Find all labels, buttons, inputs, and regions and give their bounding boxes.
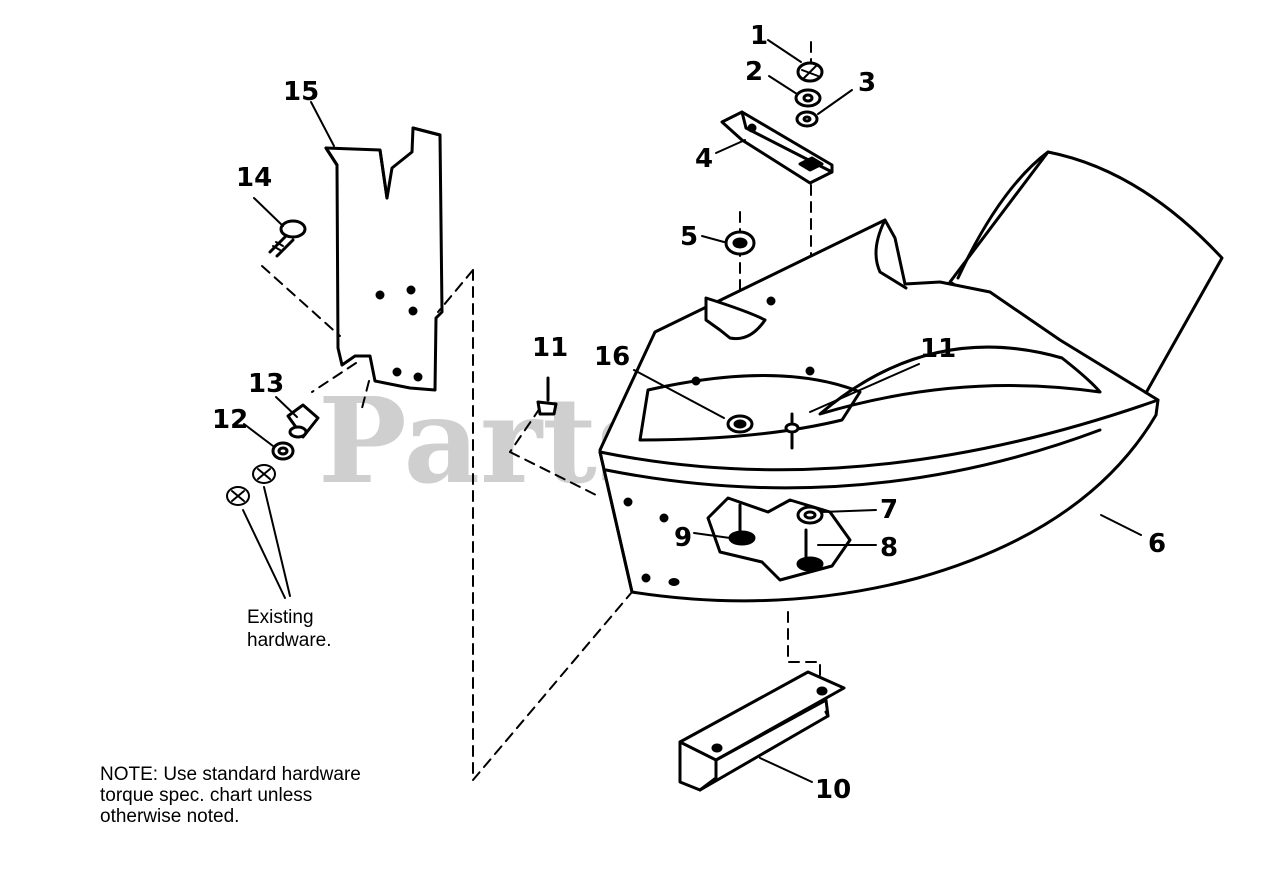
bolt-part-9 — [728, 503, 756, 546]
callout-11-left: 11 — [532, 333, 568, 363]
leader-6 — [1100, 514, 1142, 536]
callout-9: 9 — [674, 523, 692, 553]
screw-part-14 — [268, 219, 307, 258]
leader-13 — [275, 396, 298, 418]
callout-16: 16 — [594, 342, 630, 372]
pin-part-11-left — [536, 376, 558, 416]
bracket-plate-part-15 — [324, 126, 444, 392]
washer-part-7 — [796, 505, 824, 525]
callout-11-right: 11 — [920, 334, 956, 364]
existing-hardware-label: Existing hardware. — [247, 607, 332, 651]
bolt-part-8 — [796, 528, 824, 572]
callout-10: 10 — [815, 775, 851, 805]
clamp-plate-part-4 — [720, 110, 834, 185]
nut-part-5 — [724, 230, 756, 256]
leader-10 — [759, 757, 813, 783]
callout-2: 2 — [745, 57, 763, 87]
lockwasher-part-2 — [794, 88, 822, 108]
torque-note: NOTE: Use standard hardware torque spec.… — [100, 764, 361, 827]
callout-7: 7 — [880, 495, 898, 525]
spacer-part-13 — [286, 403, 320, 439]
callout-1: 1 — [750, 21, 768, 51]
washer-part-3 — [795, 110, 819, 128]
callout-6: 6 — [1148, 529, 1166, 559]
channel-bracket-part-10 — [678, 670, 846, 792]
callout-4: 4 — [695, 144, 713, 174]
leader-3 — [817, 89, 853, 115]
callout-12: 12 — [212, 405, 248, 435]
callout-5: 5 — [680, 222, 698, 252]
callout-8: 8 — [880, 533, 898, 563]
leader-15 — [310, 101, 335, 147]
existing-hardware-nuts — [226, 464, 276, 506]
leader-11-right — [809, 363, 920, 413]
leader-9 — [693, 532, 731, 539]
existing-hardware-arrow-2 — [242, 509, 286, 599]
washer-part-12 — [271, 441, 295, 461]
leader-16 — [633, 369, 725, 419]
assembly-dashed-lines — [261, 41, 821, 781]
nut-part-1 — [796, 61, 824, 83]
pin-part-11-right — [784, 412, 800, 450]
leader-12 — [243, 423, 274, 447]
callout-14: 14 — [236, 163, 272, 193]
existing-hardware-arrow-1 — [263, 486, 291, 597]
leader-2 — [768, 75, 798, 95]
nut-part-16 — [726, 414, 754, 434]
leader-7 — [821, 509, 877, 513]
callout-3: 3 — [858, 68, 876, 98]
deflector-chute-part-6 — [598, 150, 1224, 603]
leader-4 — [715, 139, 746, 154]
callout-13: 13 — [248, 369, 284, 399]
leader-5 — [701, 235, 725, 243]
leader-14 — [253, 197, 284, 227]
leader-1 — [767, 39, 802, 63]
callout-15: 15 — [283, 77, 319, 107]
